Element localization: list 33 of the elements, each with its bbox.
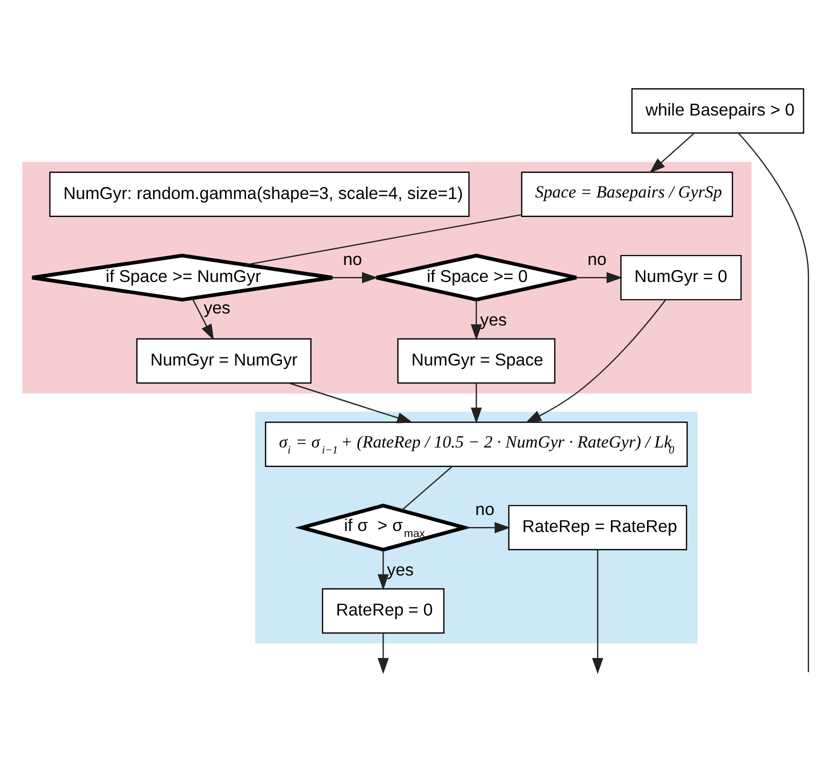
arrow <box>525 300 666 424</box>
arrow <box>332 272 378 284</box>
arrow <box>592 550 604 674</box>
arrow <box>464 522 511 534</box>
arrow <box>649 132 694 174</box>
arrow <box>289 382 414 424</box>
node-box: NumGyr = NumGyr <box>136 338 312 384</box>
node-box: RateRep = 0 <box>322 588 444 634</box>
connector <box>246 214 522 266</box>
node-box: σ$_{i}$ = σ$_{i−1}$ + (RateRep / 10.5 − 2 · NumGyr · RateGyr) / Lk$_{0}$ <box>264 422 688 467</box>
arrow <box>192 298 214 340</box>
cluster <box>22 162 752 394</box>
edge-label: no <box>343 248 362 269</box>
node-diamond: if Space >= 0 <box>374 254 578 302</box>
connector <box>738 133 810 672</box>
node-box: NumGyr: random.gamma(shape=3, scale=4, size=1) <box>49 172 470 217</box>
edge-label: no <box>588 248 607 269</box>
node-diamond: if Space >= NumGyr <box>30 254 334 302</box>
edge-label: yes <box>387 559 414 580</box>
node-box: RateRep = RateRep <box>508 504 688 550</box>
node-diamond: if σ > σ$_{max}$ <box>294 504 472 552</box>
node-box: while Basepairs > 0 <box>631 88 804 134</box>
arrow <box>576 272 623 284</box>
node-box: NumGyr = Space <box>397 338 556 384</box>
arrow <box>470 383 482 424</box>
arrow <box>378 550 389 590</box>
edge-label: yes <box>480 309 507 330</box>
node-box: Space = Basepairs / GyrSp <box>521 172 734 217</box>
node-box: NumGyr = 0 <box>620 254 742 300</box>
arrow <box>470 300 482 340</box>
connector <box>401 466 452 511</box>
arrow <box>378 633 389 674</box>
edge-label: no <box>475 498 494 519</box>
